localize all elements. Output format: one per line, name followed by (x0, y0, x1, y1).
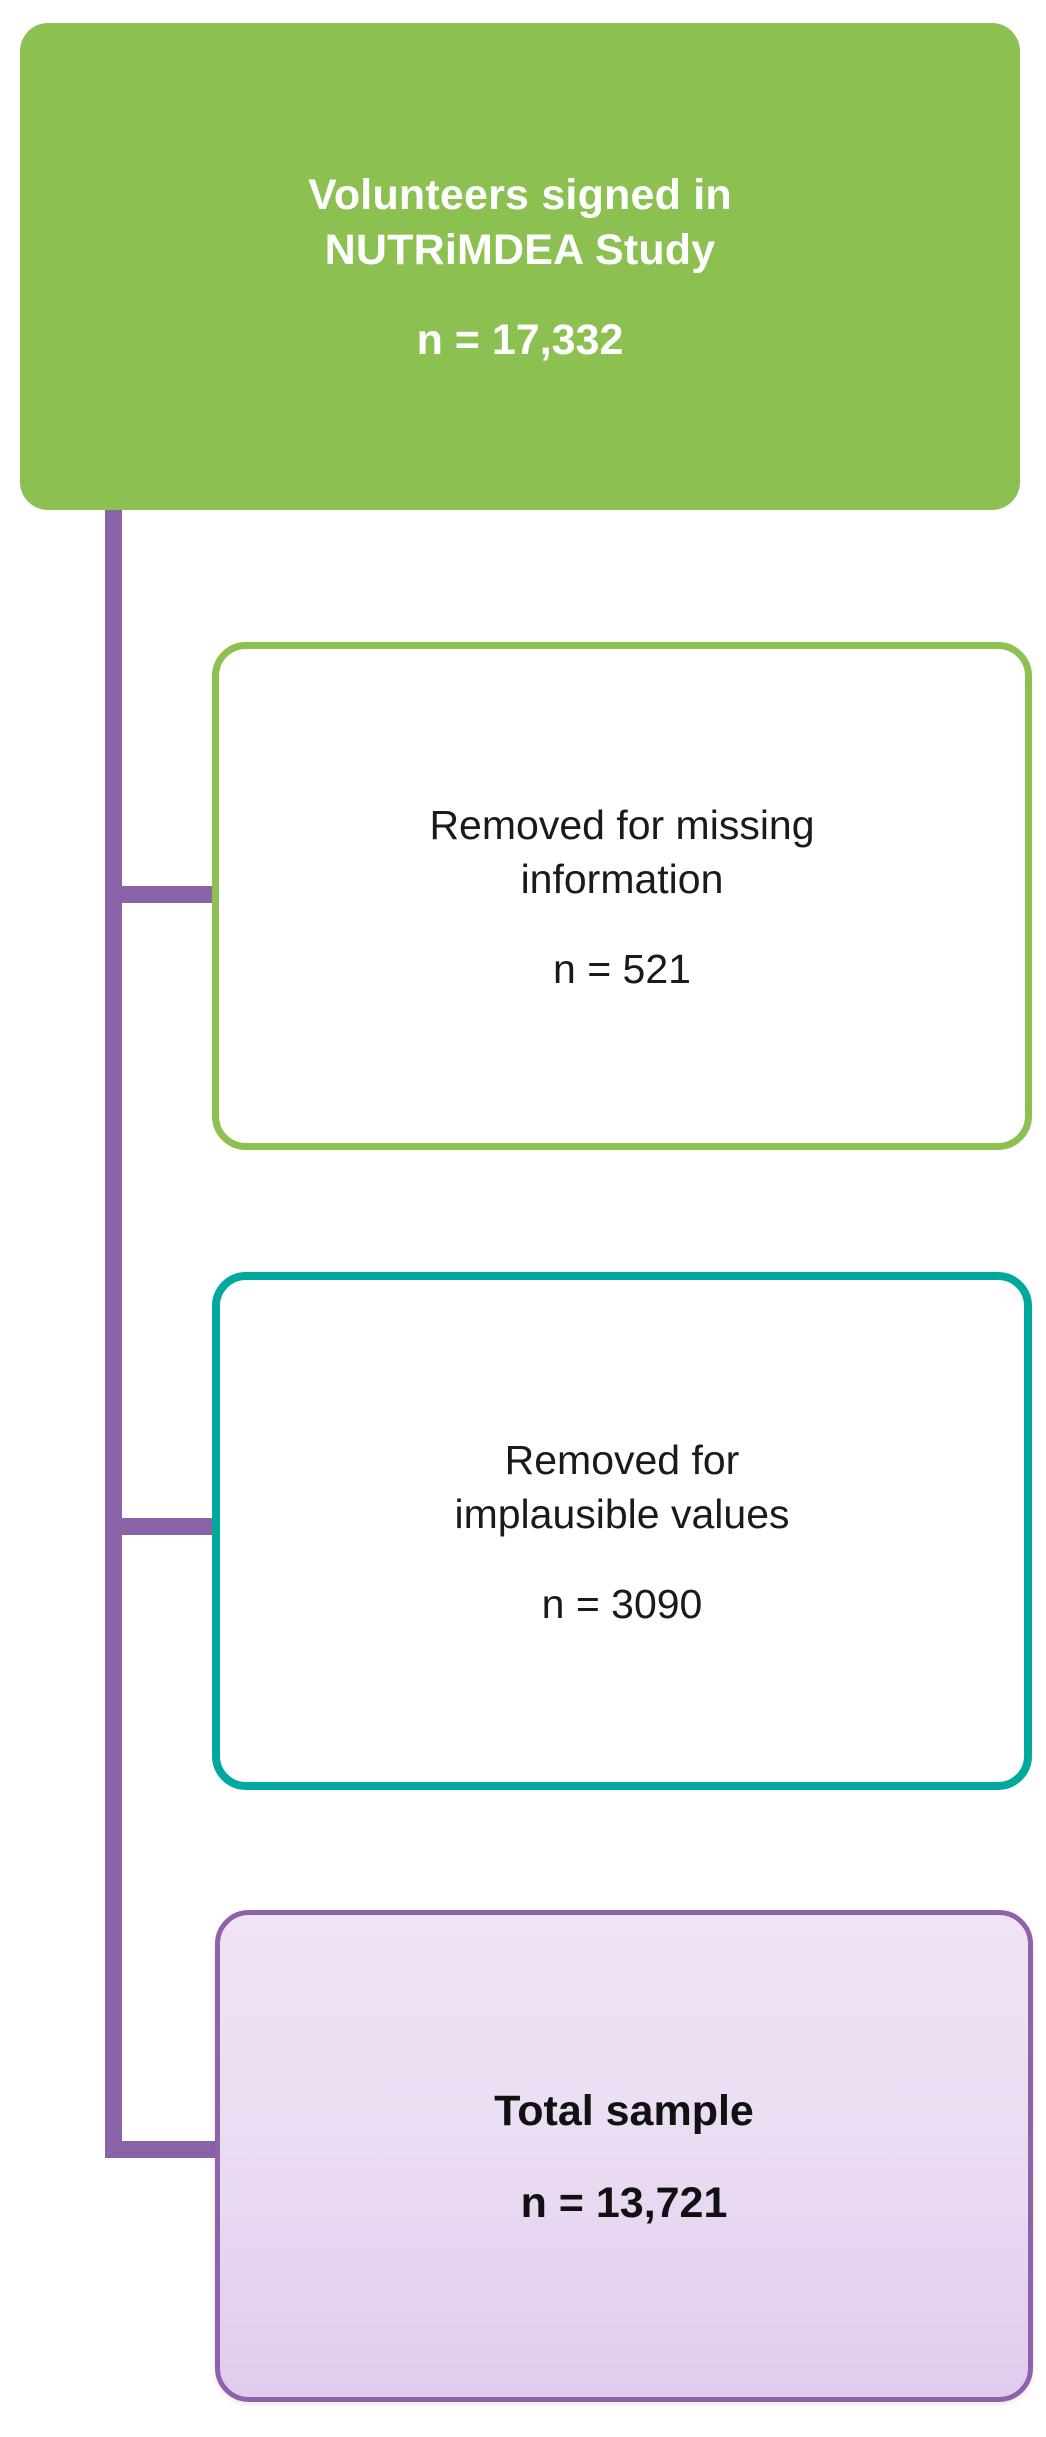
node-removed-implausible-values: Removed for implausible values n = 3090 (212, 1272, 1032, 1790)
node-total-count: n = 13,721 (520, 2179, 728, 2228)
connector-branch-total (105, 2141, 225, 2158)
node-volunteers-count: n = 17,332 (416, 316, 624, 365)
node-missing-title-line-2: information (520, 855, 724, 902)
node-volunteers-title: Volunteers signed in NUTRiMDEA Study (308, 168, 732, 278)
node-missing-count: n = 521 (553, 945, 691, 992)
node-volunteers-signed-in: Volunteers signed in NUTRiMDEA Study n =… (20, 23, 1020, 510)
node-implausible-title-line-2: implausible values (454, 1490, 790, 1537)
node-total-title: Total sample (494, 2084, 754, 2139)
node-implausible-title: Removed for implausible values (454, 1434, 789, 1541)
node-total-sample: Total sample n = 13,721 (215, 1910, 1033, 2402)
node-removed-missing-information: Removed for missing information n = 521 (212, 642, 1032, 1150)
connector-spine-vertical (105, 508, 122, 2158)
node-volunteers-title-line-2: NUTRiMDEA Study (324, 226, 716, 274)
node-total-title-line-1: Total sample (494, 2086, 754, 2135)
node-missing-title-line-1: Removed for missing (429, 802, 815, 849)
connector-branch-missing (105, 886, 221, 903)
node-implausible-title-line-1: Removed for (504, 1437, 740, 1484)
node-implausible-count: n = 3090 (541, 1580, 703, 1627)
node-missing-title: Removed for missing information (429, 799, 814, 906)
node-volunteers-title-line-1: Volunteers signed in (308, 170, 732, 219)
connector-branch-implausible (105, 1518, 221, 1535)
